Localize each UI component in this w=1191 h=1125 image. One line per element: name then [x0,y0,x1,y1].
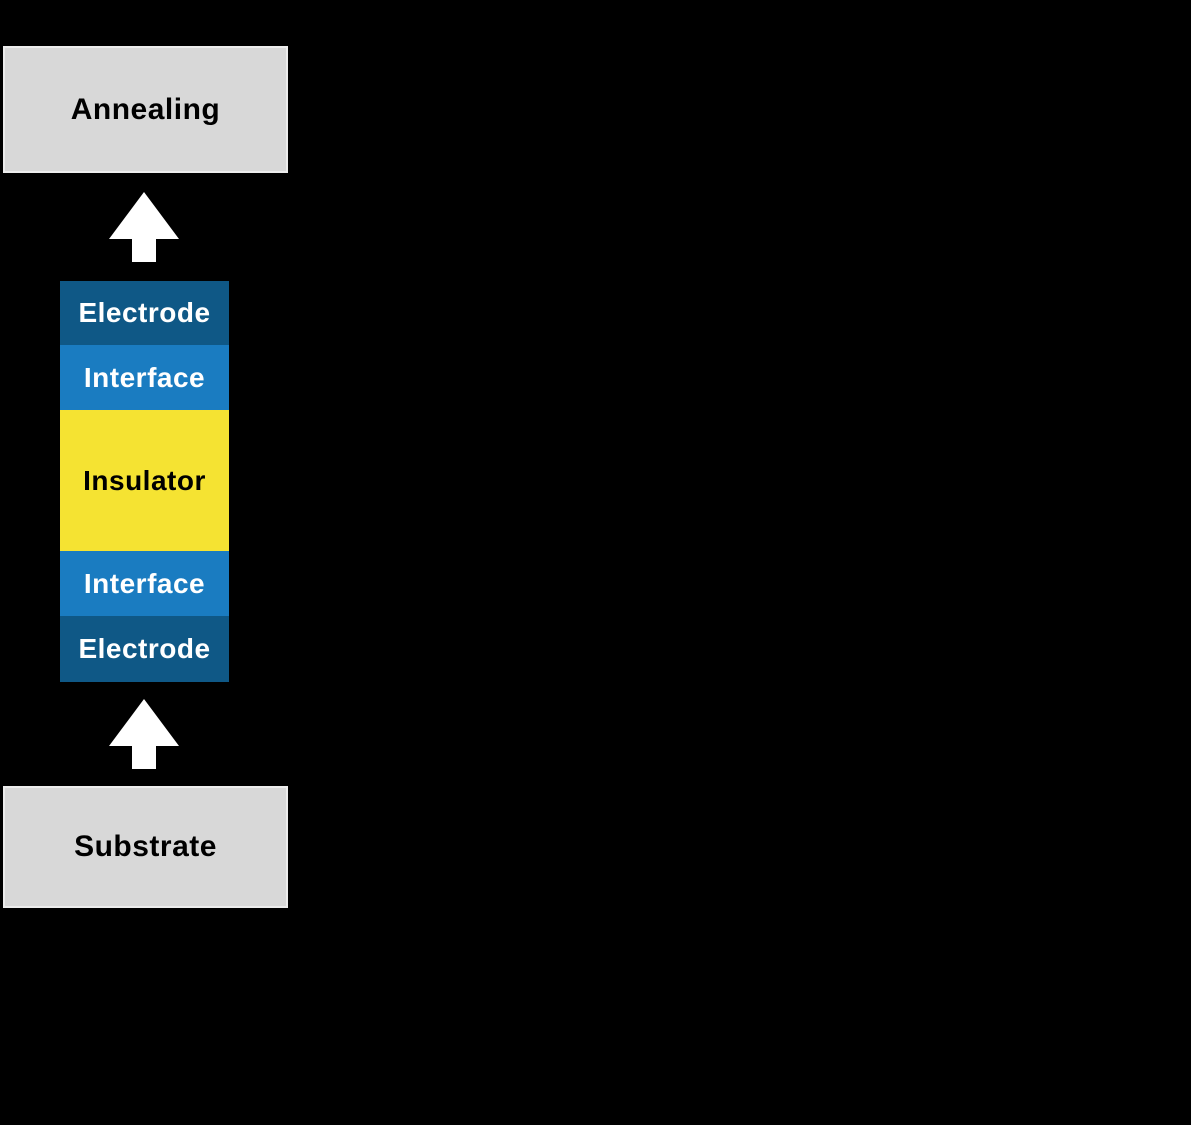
up-arrow-icon [109,192,179,262]
substrate-label: Substrate [74,830,217,863]
layer-label: Interface [83,361,206,393]
layer-label: Electrode [78,633,211,664]
layer-label: Insulator [83,464,206,496]
stack-layer-interface-top: Interface [60,345,229,410]
up-arrow-icon [109,699,179,769]
layer-stack: Electrode Interface Insulator Interface … [60,281,229,682]
annealing-box: Annealing [3,46,288,173]
stack-layer-insulator: Insulator [60,410,229,551]
up-arrow-shape [109,699,179,769]
substrate-box: Substrate [3,786,288,908]
stack-layer-interface-bottom: Interface [60,551,229,616]
stack-layer-electrode-top: Electrode [60,281,229,345]
stack-layer-electrode-bottom: Electrode [60,616,229,682]
layer-label: Interface [83,567,206,599]
up-arrow-shape [109,192,179,262]
annealing-label: Annealing [70,92,221,126]
layer-label: Electrode [78,297,211,328]
